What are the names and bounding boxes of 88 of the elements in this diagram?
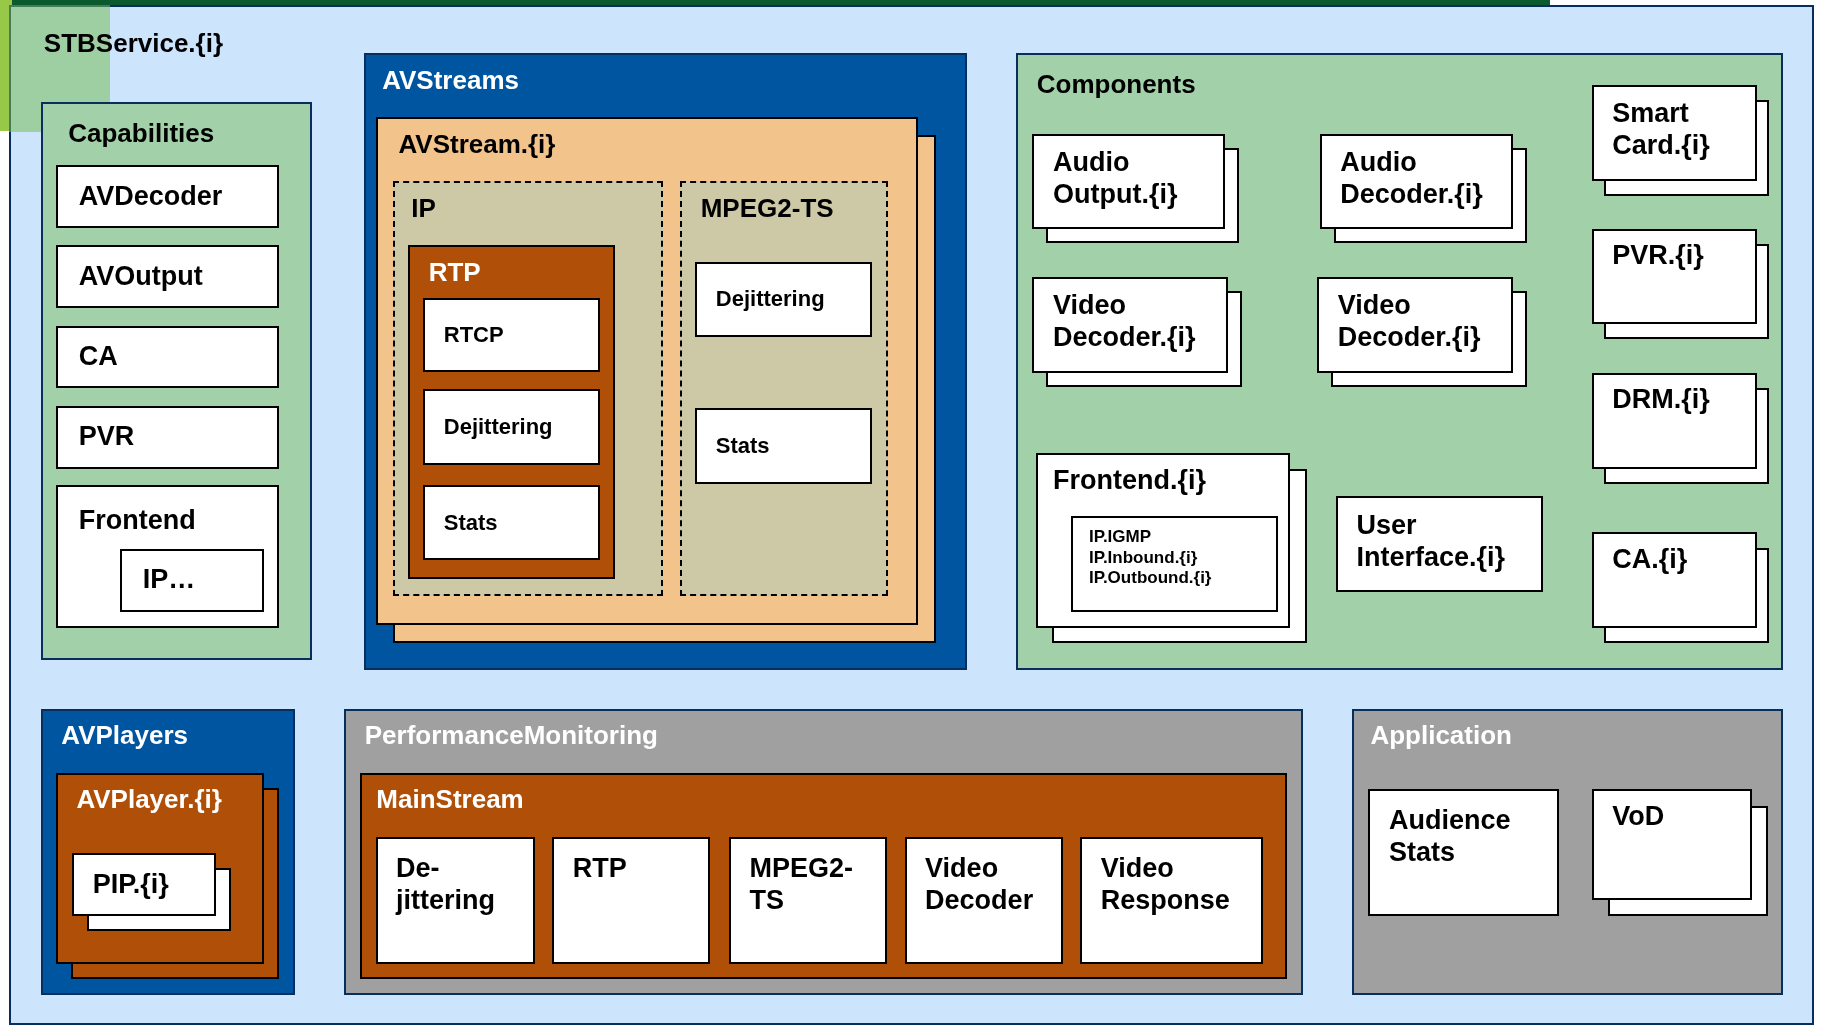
box-label: Smart Card.{i} — [1612, 98, 1711, 163]
box-label: Audience Stats — [1389, 805, 1512, 870]
panel-heading: PerformanceMonitoring — [364, 720, 659, 752]
object-box — [1032, 133, 1226, 229]
box-label: Frontend.{i} — [1053, 464, 1207, 497]
dashed-panel — [392, 181, 663, 597]
group-panel — [40, 709, 296, 996]
panel-heading: Capabilities — [68, 118, 216, 149]
parameter-label: IP.IGMP — [1089, 527, 1153, 548]
object-box — [552, 837, 711, 964]
box-label: AVOutput — [78, 260, 204, 293]
object-panel — [408, 245, 615, 579]
panel-heading: IP — [411, 192, 437, 224]
box-label: Dejittering — [443, 414, 554, 441]
group-panel — [1016, 53, 1784, 670]
object-box — [1591, 84, 1757, 182]
object-box — [1591, 229, 1757, 325]
object-box — [72, 853, 217, 917]
box-label: Stats — [443, 509, 499, 536]
object-box — [728, 837, 888, 964]
box-label: Stats — [715, 432, 771, 459]
box-label: PVR.{i} — [1612, 240, 1705, 273]
box-label: RTP — [572, 853, 628, 885]
group-panel — [344, 709, 1304, 996]
panel-heading: AVStream.{i} — [398, 128, 557, 160]
box-label: Frontend — [78, 505, 197, 538]
object-box — [1319, 133, 1513, 229]
object-box — [423, 484, 600, 561]
object-box — [55, 325, 279, 389]
object-box — [423, 389, 600, 465]
box-label: VoD — [1612, 800, 1666, 833]
object-box — [119, 548, 264, 612]
box-label: CA — [78, 340, 119, 373]
box-label: Dejittering — [715, 286, 826, 313]
object-panel — [375, 117, 919, 626]
panel-heading: Components — [1036, 69, 1197, 101]
box-label: Audio Output.{i} — [1053, 147, 1179, 212]
service-panel — [9, 4, 1814, 1026]
panel-heading: Application — [1370, 720, 1513, 752]
group-panel — [40, 102, 312, 661]
panel-heading: MPEG2-TS — [700, 192, 835, 224]
box-label: Video Decoder — [925, 853, 1035, 917]
object-box — [423, 297, 600, 372]
box-label: RTCP — [443, 321, 505, 348]
box-label: DRM.{i} — [1612, 384, 1711, 417]
object-box — [1317, 276, 1513, 374]
object-box — [695, 261, 872, 338]
parameter-box — [1070, 516, 1278, 612]
panel-heading: AVStreams — [382, 64, 520, 96]
group-panel — [363, 53, 968, 670]
object-box — [55, 165, 279, 228]
box-label: MPEG2- TS — [749, 853, 855, 917]
object-box — [375, 837, 535, 964]
box-label: AVDecoder — [78, 180, 224, 213]
panel-heading: MainStream — [376, 784, 525, 816]
object-box — [695, 408, 872, 484]
object-box — [1591, 373, 1757, 469]
object-box — [1335, 496, 1543, 592]
box-label: Audio Decoder.{i} — [1340, 147, 1484, 212]
box-label: De- jittering — [396, 853, 497, 917]
box-label: User Interface.{i} — [1356, 510, 1506, 574]
panel-heading: RTP — [428, 256, 482, 288]
box-label: Video Decoder.{i} — [1337, 290, 1482, 355]
object-box — [1368, 789, 1560, 917]
panel-heading: STBService.{i} — [43, 27, 225, 59]
panel-heading: AVPlayer.{i} — [76, 784, 223, 816]
object-box — [55, 484, 279, 628]
object-box — [1591, 532, 1757, 628]
box-label: Video Response — [1100, 853, 1231, 917]
object-box — [1080, 837, 1263, 964]
object-box — [1032, 276, 1228, 374]
object-box — [55, 405, 279, 469]
object-panel — [360, 773, 1287, 979]
object-box — [1035, 453, 1291, 628]
group-panel — [1352, 709, 1784, 996]
box-label: IP… — [142, 564, 197, 597]
object-box — [55, 245, 279, 309]
box-label: CA.{i} — [1612, 543, 1689, 576]
parameter-label: IP.Inbound.{i} — [1089, 547, 1199, 568]
dashed-panel — [680, 181, 889, 597]
object-box — [1591, 789, 1753, 900]
object-panel — [55, 773, 264, 964]
box-label: PVR — [78, 421, 136, 454]
object-box — [904, 837, 1063, 964]
box-label: Video Decoder.{i} — [1053, 290, 1197, 355]
panel-heading: AVPlayers — [61, 720, 189, 752]
box-label: PIP.{i} — [92, 868, 170, 901]
parameter-label: IP.Outbound.{i} — [1089, 567, 1213, 588]
